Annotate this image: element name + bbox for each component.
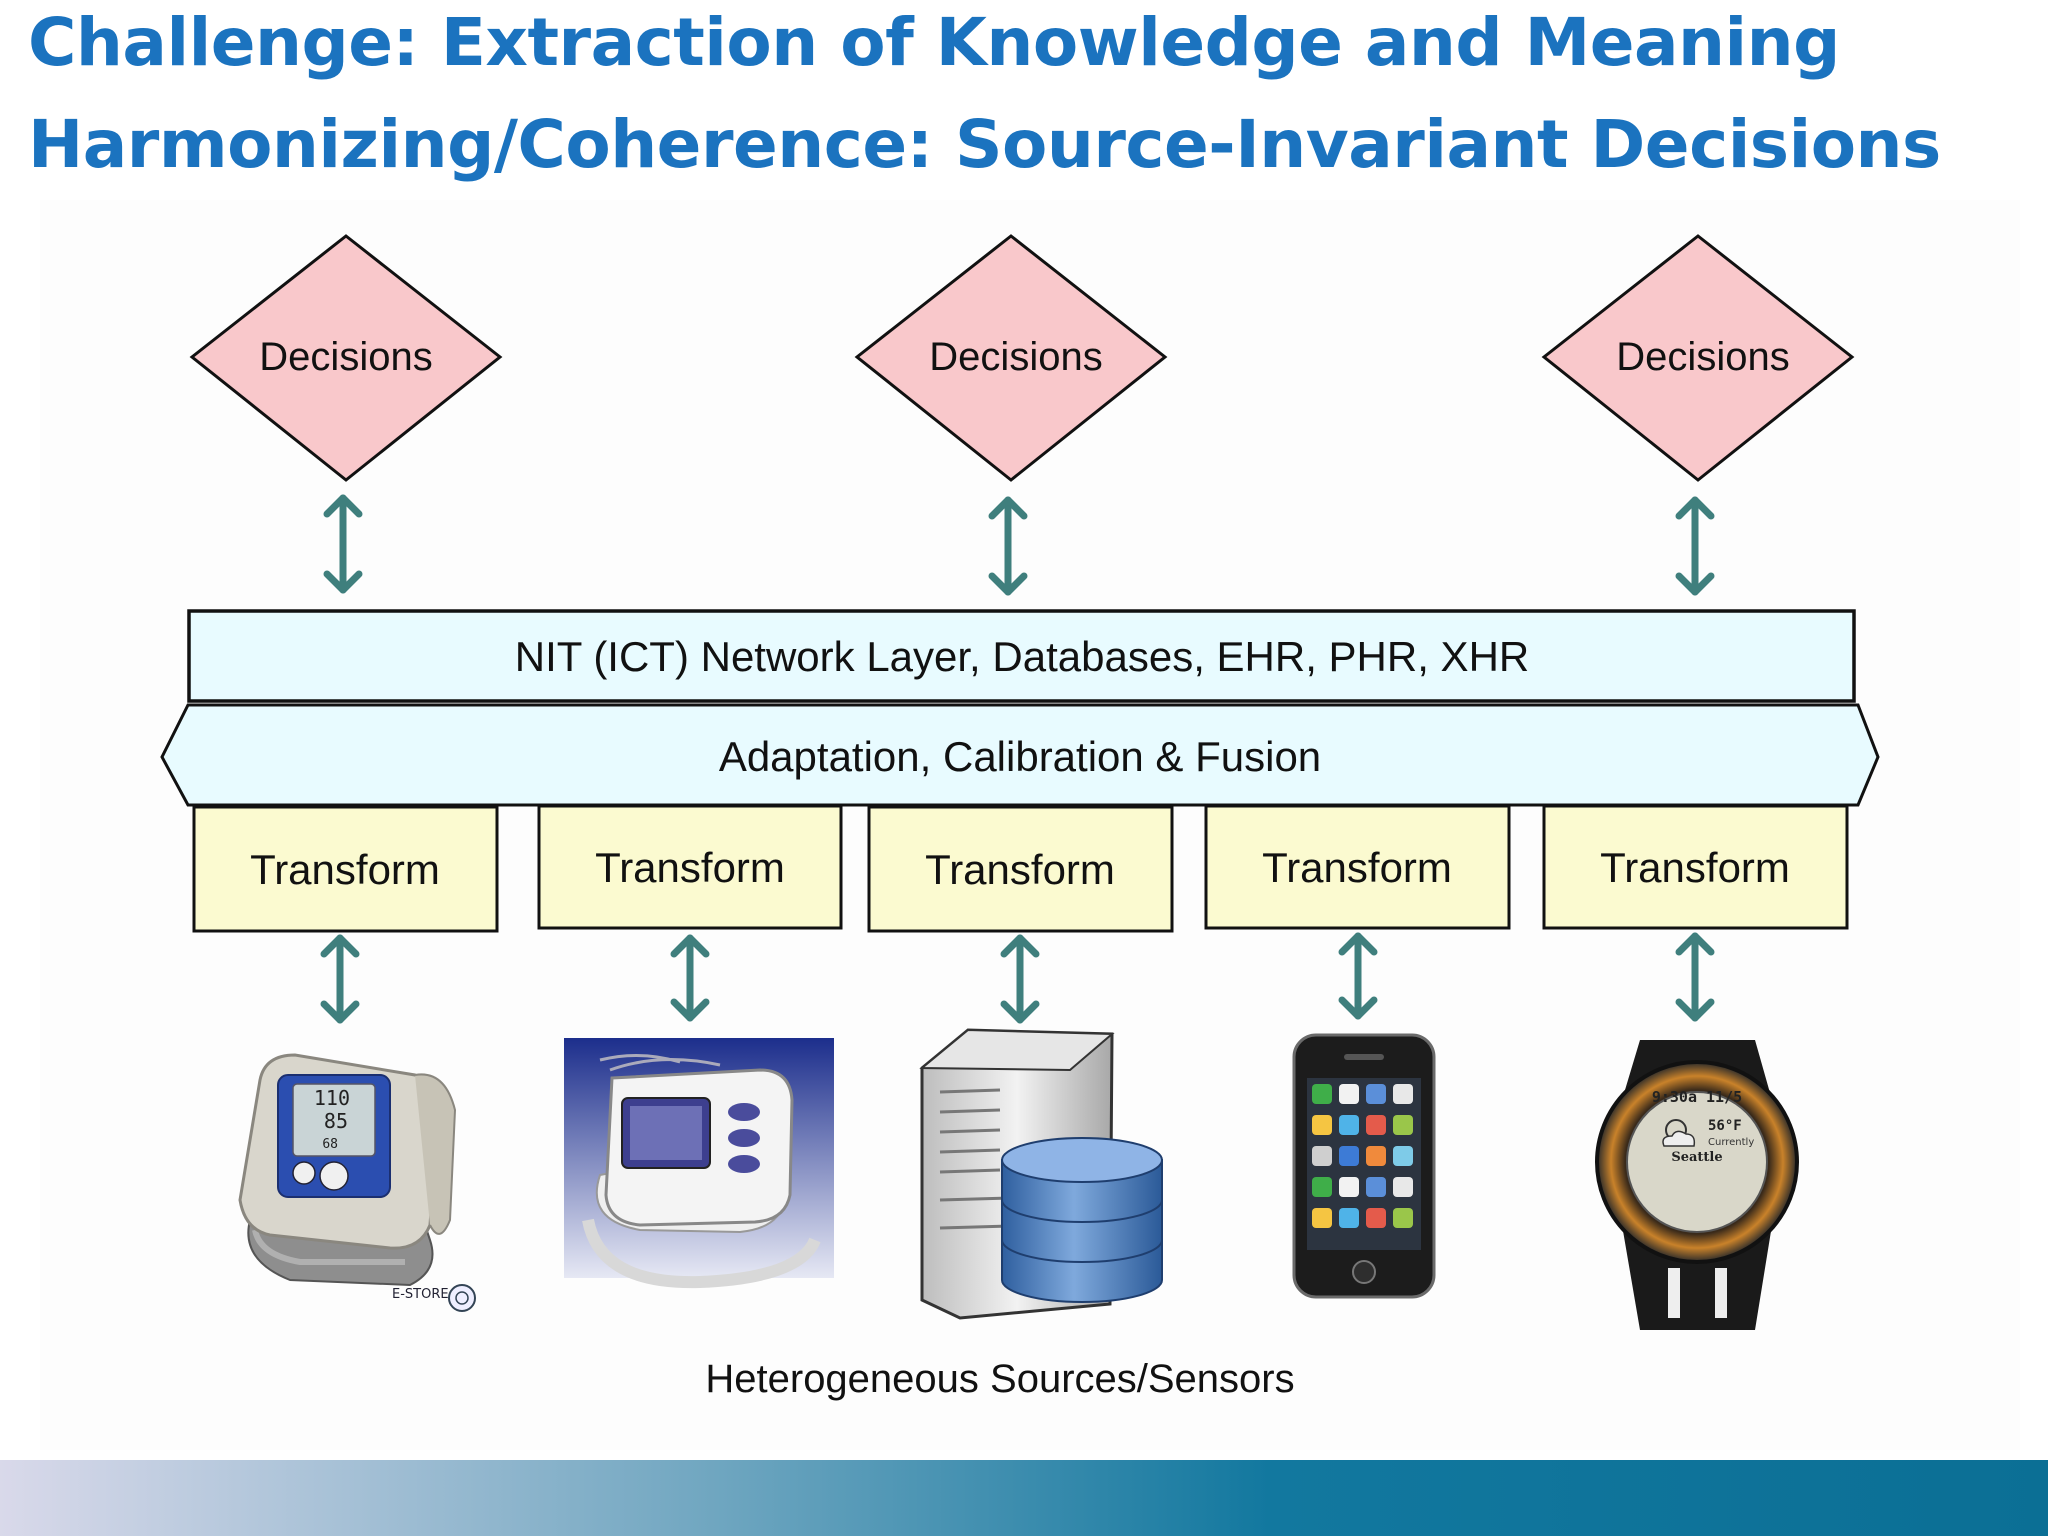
database-cylinder-icon — [1001, 1137, 1163, 1303]
slide-title-line-2: Harmonizing/Coherence: Source-Invariant … — [28, 106, 1941, 183]
double-arrow-icon — [320, 934, 360, 1024]
double-arrow-icon — [670, 934, 710, 1022]
double-arrow-icon — [1000, 934, 1040, 1024]
transform-box-2: Transform — [537, 804, 843, 930]
watch-time-readout: 9:30a 11/5 — [1652, 1088, 1742, 1106]
decision-node-2: Decisions — [854, 234, 1168, 482]
smartwatch-icon: 9:30a 11/5 56°F Currently Seattle — [1595, 1040, 1799, 1330]
transform-box-4: Transform — [1204, 804, 1511, 930]
app-icon — [1339, 1146, 1359, 1166]
double-arrow-icon — [1675, 932, 1715, 1022]
network-layer-label: NIT (ICT) Network Layer, Databases, EHR,… — [515, 633, 1529, 680]
app-icon — [1312, 1177, 1332, 1197]
transform-box-3: Transform — [867, 805, 1174, 933]
bp-pulse-readout: 68 — [322, 1137, 338, 1152]
smartphone-icon — [1292, 1033, 1436, 1299]
double-arrow-icon — [988, 496, 1028, 596]
app-icon — [1393, 1115, 1413, 1135]
app-icon — [1312, 1084, 1332, 1104]
double-arrow-icon — [1338, 932, 1378, 1020]
double-arrow-icon — [1675, 496, 1715, 596]
decision-node-1: Decisions — [189, 234, 503, 482]
app-icon — [1366, 1146, 1386, 1166]
app-icon — [1393, 1208, 1413, 1228]
transform-label: Transform — [925, 846, 1115, 893]
watch-temperature-readout: 56°F — [1708, 1118, 1742, 1134]
decision-label: Decisions — [929, 335, 1102, 379]
app-icon — [1366, 1115, 1386, 1135]
app-icon — [1339, 1177, 1359, 1197]
transform-label: Transform — [1600, 844, 1790, 891]
transform-label: Transform — [595, 844, 785, 891]
estore-logo: E-STORE — [392, 1284, 476, 1312]
app-icon — [1339, 1115, 1359, 1135]
transform-box-5: Transform — [1542, 804, 1849, 930]
architecture-diagram: Decisions Decisions Decisions — [160, 234, 1880, 1401]
app-icon — [1393, 1084, 1413, 1104]
slide-title-line-1: Challenge: Extraction of Knowledge and M… — [28, 4, 1840, 81]
app-icon — [1393, 1146, 1413, 1166]
app-icon — [1312, 1115, 1332, 1135]
app-icon — [1393, 1177, 1413, 1197]
brand-label: E-STORE — [392, 1287, 449, 1302]
sources-caption: Heterogeneous Sources/Sensors — [705, 1357, 1294, 1401]
wrist-blood-pressure-monitor-icon: 110 85 68 E-STORE — [238, 1053, 476, 1312]
transform-label: Transform — [250, 846, 440, 893]
decision-label: Decisions — [1616, 335, 1789, 379]
footer-bar — [0, 1460, 2048, 1536]
app-icon — [1339, 1208, 1359, 1228]
app-icon — [1366, 1084, 1386, 1104]
decision-label: Decisions — [259, 335, 432, 379]
server-database-icon — [919, 1028, 1163, 1320]
watch-city-label: Seattle — [1671, 1150, 1722, 1165]
network-layer-box: NIT (ICT) Network Layer, Databases, EHR,… — [187, 609, 1856, 703]
app-icon — [1312, 1146, 1332, 1166]
decision-node-3: Decisions — [1541, 234, 1855, 482]
arm-blood-pressure-monitor-icon — [564, 1038, 834, 1289]
adaptation-layer-band: Adaptation, Calibration & Fusion — [160, 703, 1880, 807]
adaptation-layer-label: Adaptation, Calibration & Fusion — [719, 733, 1321, 780]
watch-currently-label: Currently — [1708, 1137, 1754, 1148]
transform-label: Transform — [1262, 844, 1452, 891]
app-icon — [1339, 1084, 1359, 1104]
app-icon — [1366, 1177, 1386, 1197]
app-icon — [1366, 1208, 1386, 1228]
app-icon — [1312, 1208, 1332, 1228]
bp-diastolic-readout: 85 — [324, 1109, 348, 1133]
weather-cloud-icon — [1662, 1119, 1696, 1147]
transform-box-1: Transform — [192, 805, 499, 933]
app-icon-grid — [1312, 1084, 1413, 1228]
bp-systolic-readout: 110 — [314, 1086, 350, 1110]
double-arrow-icon — [323, 494, 363, 594]
